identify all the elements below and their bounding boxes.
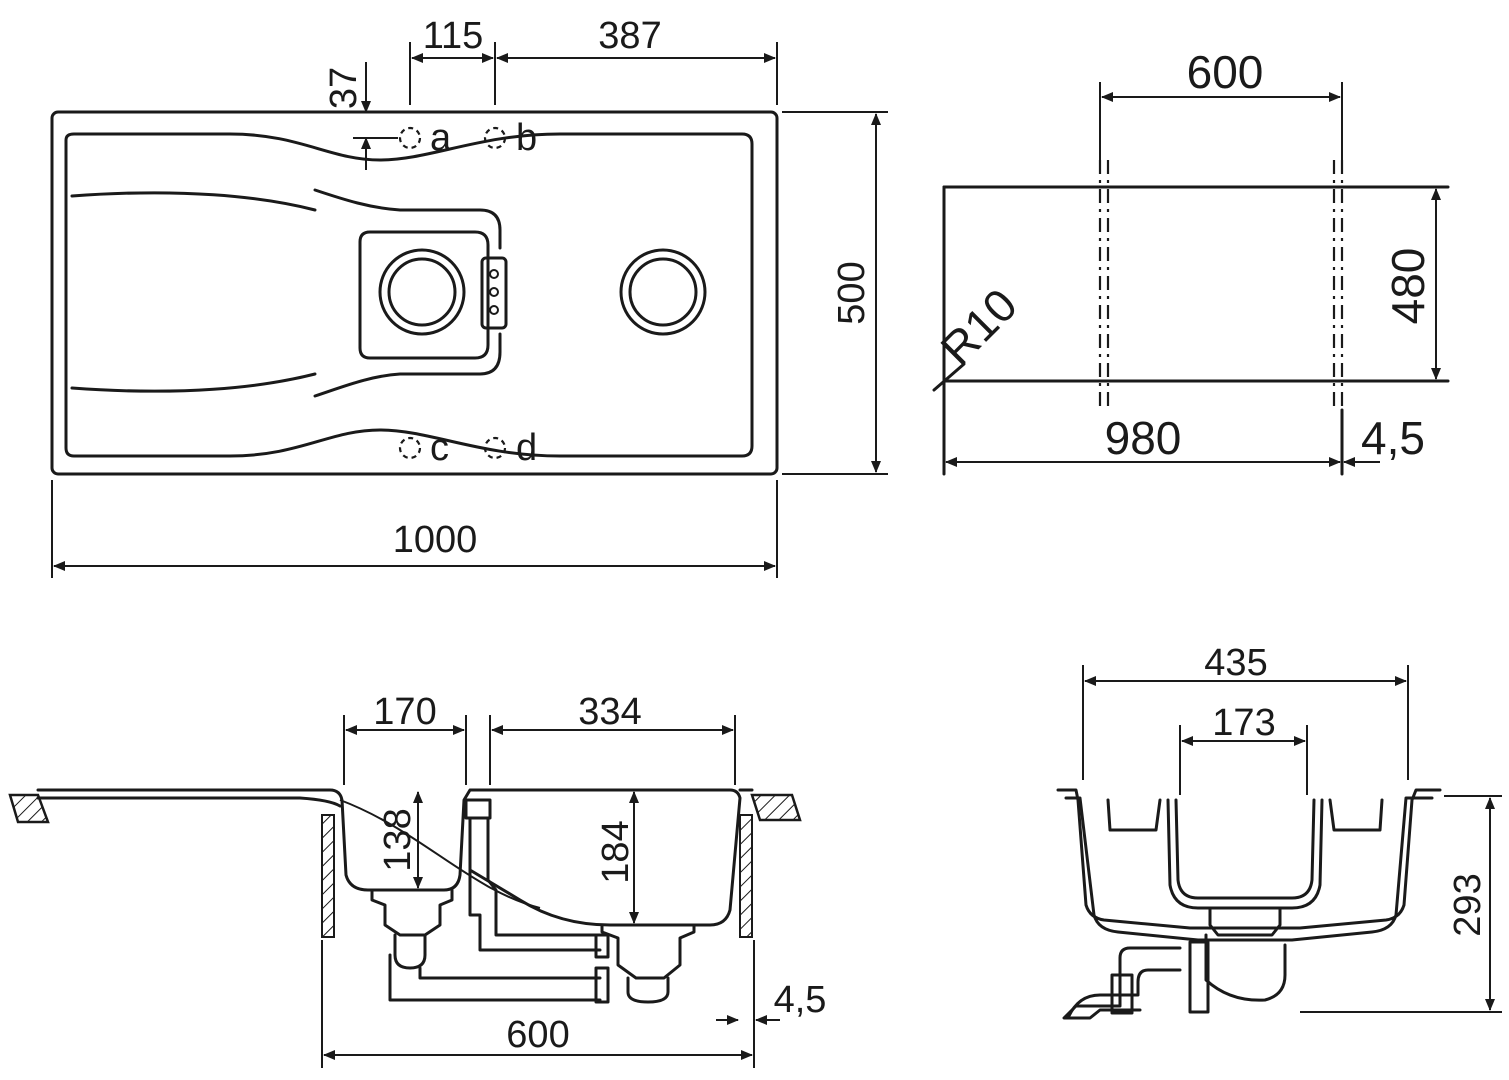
small-waste-trap bbox=[393, 933, 427, 970]
connector-1 bbox=[594, 933, 610, 959]
dim-138-text: 138 bbox=[377, 808, 419, 871]
overflow-hole-1 bbox=[489, 269, 499, 279]
drainer-groove-top-2 bbox=[313, 188, 502, 250]
dim-4-5-text: 4,5 bbox=[1361, 412, 1425, 464]
side-view: 170 334 138 184 600 4,5 bbox=[8, 691, 827, 1068]
drainer-groove-bottom bbox=[70, 372, 317, 393]
tap-hole-d bbox=[483, 436, 507, 460]
drainer-slope bbox=[339, 799, 541, 909]
dim-293-text: 293 bbox=[1447, 873, 1489, 936]
cabinet-left bbox=[321, 814, 335, 938]
end-connector-2 bbox=[1188, 940, 1210, 1014]
overflow-hole-3 bbox=[489, 305, 499, 315]
dim-600-text: 600 bbox=[1187, 46, 1264, 98]
connector-2 bbox=[594, 966, 610, 1004]
drainer-lip bbox=[36, 796, 342, 808]
end-pocket-right bbox=[1328, 798, 1384, 832]
large-waste-body bbox=[600, 923, 696, 980]
radius-leader bbox=[932, 362, 966, 392]
overflow-slot bbox=[480, 256, 508, 330]
end-pocket-left bbox=[1106, 798, 1162, 832]
end-profile bbox=[1056, 788, 1442, 930]
label-d: d bbox=[516, 427, 537, 469]
waste-outlet-large bbox=[619, 248, 707, 336]
dim-435-text: 435 bbox=[1204, 642, 1267, 684]
worktop-left bbox=[8, 793, 50, 824]
dim-334-text: 334 bbox=[578, 691, 641, 733]
top-view: a b c d 37 115 387 500 1000 bbox=[50, 15, 888, 578]
label-c: c bbox=[430, 427, 449, 469]
end-profile-outer bbox=[1064, 796, 1434, 942]
tap-hole-b bbox=[483, 126, 507, 150]
end-inner-bowl-outer bbox=[1166, 798, 1324, 910]
overflow-pipe-inner bbox=[486, 816, 602, 937]
tap-hole-c bbox=[398, 436, 422, 460]
end-outlet-pipe bbox=[1062, 946, 1182, 1020]
cabinet-right bbox=[739, 814, 753, 938]
end-outlet-pipe-inner bbox=[1066, 968, 1182, 1020]
worktop-right bbox=[750, 793, 802, 822]
tap-hole-a bbox=[398, 126, 422, 150]
drainer-groove-bottom-2 bbox=[313, 332, 502, 398]
waste-outlet-small-inner bbox=[387, 257, 457, 327]
overflow-head bbox=[464, 798, 492, 820]
large-waste-trap bbox=[626, 976, 670, 1004]
small-bowl bbox=[358, 230, 490, 360]
dim-170-text: 170 bbox=[373, 691, 436, 733]
waste-outlet-small bbox=[378, 248, 466, 336]
dim-173-text: 173 bbox=[1212, 702, 1275, 744]
sink-outline bbox=[50, 110, 779, 476]
dim-600b-text: 600 bbox=[506, 1014, 569, 1056]
overflow-pipe bbox=[468, 816, 602, 952]
dim-184-text: 184 bbox=[595, 820, 637, 883]
dim-387-text: 387 bbox=[598, 15, 661, 57]
sink-profile bbox=[36, 788, 742, 927]
dim-37-text: 37 bbox=[323, 67, 365, 109]
overflow-hole-2 bbox=[489, 287, 499, 297]
waste-pipe-lower-inner bbox=[418, 966, 602, 980]
drainer-groove-top bbox=[70, 191, 317, 212]
dim-980-text: 980 bbox=[1105, 412, 1182, 464]
small-waste-body bbox=[370, 888, 454, 937]
label-a: a bbox=[430, 117, 452, 159]
sink-inner-rim bbox=[64, 132, 754, 458]
end-view: 435 173 293 bbox=[1056, 642, 1502, 1020]
dim-500-text: 500 bbox=[831, 261, 873, 324]
end-waste-body bbox=[1208, 906, 1282, 937]
label-b: b bbox=[516, 117, 537, 159]
dim-4-5b-text: 4,5 bbox=[774, 979, 827, 1021]
dim-1000-text: 1000 bbox=[393, 519, 478, 561]
waste-outlet-large-inner bbox=[628, 257, 698, 327]
waste-pipe-lower bbox=[388, 953, 602, 1002]
dim-480-text: 480 bbox=[1382, 248, 1434, 325]
end-connector bbox=[1110, 973, 1134, 1015]
cutout-view: 600 480 R10 980 4,5 bbox=[930, 46, 1450, 476]
end-inner-bowl bbox=[1174, 798, 1316, 900]
end-waste-trap bbox=[1204, 933, 1287, 1002]
dim-115-text: 115 bbox=[423, 15, 484, 57]
